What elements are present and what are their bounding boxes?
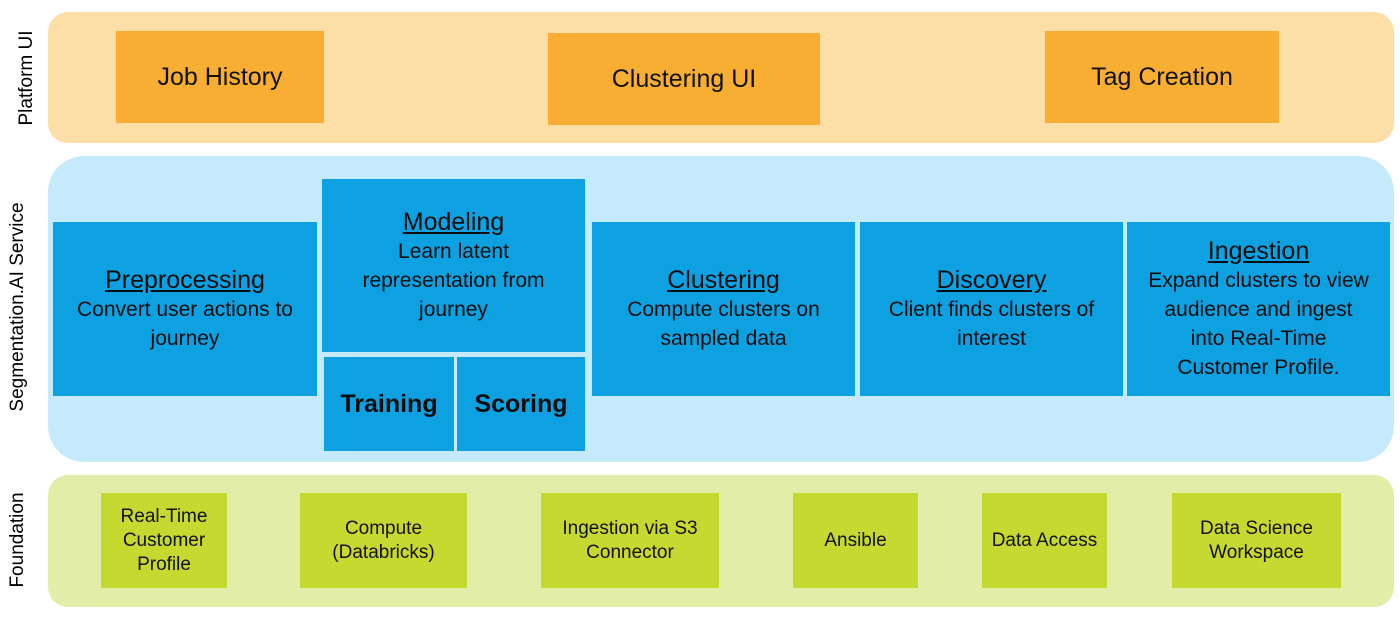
modeling-box: Modeling Learn latent representation fro…	[322, 179, 585, 352]
ansible-box: Ansible	[793, 493, 918, 588]
ingestion-box: Ingestion Expand clusters to view audien…	[1127, 222, 1390, 396]
discovery-box: Discovery Client finds clusters of inter…	[860, 222, 1123, 396]
real-time-customer-profile-box: Real-Time Customer Profile	[101, 493, 227, 588]
scoring-box: Scoring	[457, 357, 585, 451]
training-box: Training	[324, 357, 454, 451]
clustering-box: Clustering Compute clusters on sampled d…	[592, 222, 855, 396]
platform-ui-label: Platform UI	[16, 30, 37, 126]
discovery-title: Discovery	[936, 266, 1047, 294]
data-science-workspace-box: Data Science Workspace	[1172, 493, 1341, 588]
ingestion-desc: Expand clusters to view audience and ing…	[1148, 269, 1369, 379]
preprocessing-box: Preprocessing Convert user actions to jo…	[53, 222, 317, 396]
modeling-desc: Learn latent representation from journey	[362, 240, 545, 321]
tag-creation-box: Tag Creation	[1045, 31, 1279, 123]
data-access-box: Data Access	[982, 493, 1107, 588]
compute-databricks-box: Compute (Databricks)	[300, 493, 467, 588]
modeling-title: Modeling	[402, 208, 505, 236]
clustering-desc: Compute clusters on sampled data	[627, 298, 820, 350]
discovery-desc: Client finds clusters of interest	[888, 298, 1095, 350]
segmentation-service-label: Segmentation.AI Service	[7, 202, 28, 412]
preprocessing-title: Preprocessing	[105, 266, 265, 294]
preprocessing-desc: Convert user actions to journey	[77, 298, 293, 350]
clustering-title: Clustering	[667, 266, 780, 294]
job-history-box: Job History	[116, 31, 324, 123]
clustering-ui-box: Clustering UI	[548, 33, 820, 125]
ingestion-s3-connector-box: Ingestion via S3 Connector	[541, 493, 719, 588]
ingestion-title: Ingestion	[1207, 237, 1310, 265]
foundation-layer	[48, 475, 1394, 607]
foundation-label: Foundation	[7, 492, 28, 588]
